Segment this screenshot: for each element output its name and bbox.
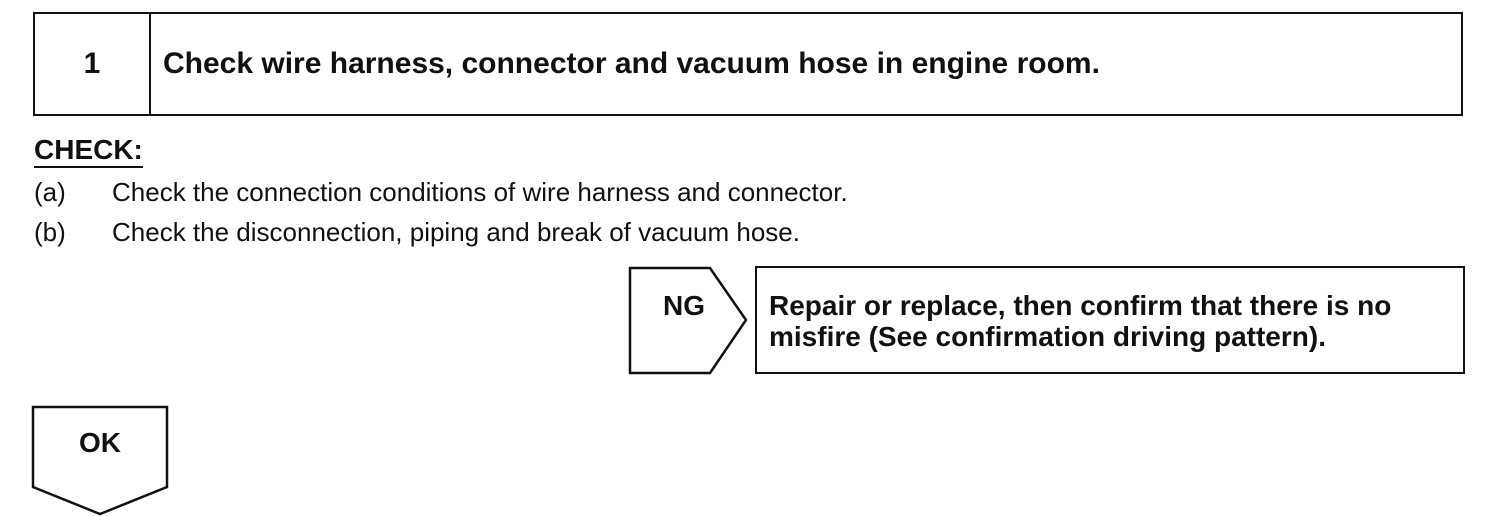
ng-arrow: NG: [628, 266, 748, 375]
check-item-a: (a) Check the connection conditions of w…: [34, 172, 848, 212]
step-header: 1 Check wire harness, connector and vacu…: [33, 12, 1463, 116]
check-item-marker: (a): [34, 176, 66, 207]
ok-arrow: OK: [31, 405, 169, 517]
ng-action-line-2: misfire (See confirmation driving patter…: [769, 321, 1326, 352]
check-item-text: Check the disconnection, piping and brea…: [112, 216, 800, 247]
ng-action-box: Repair or replace, then confirm that the…: [755, 266, 1465, 374]
ng-action-line-1: Repair or replace, then confirm that the…: [769, 290, 1392, 321]
check-item-b: (b) Check the disconnection, piping and …: [34, 212, 848, 252]
check-list: (a) Check the connection conditions of w…: [34, 172, 848, 252]
ng-arrow-shape: [628, 266, 748, 375]
check-item-marker: (b): [34, 216, 66, 247]
step-title: Check wire harness, connector and vacuum…: [163, 47, 1100, 80]
ng-label: NG: [663, 290, 705, 321]
check-heading: CHECK:: [34, 135, 143, 168]
ok-label: OK: [79, 427, 121, 458]
step-number: 1: [35, 14, 151, 114]
ok-arrow-shape: [31, 405, 169, 516]
check-item-text: Check the connection conditions of wire …: [112, 176, 848, 207]
